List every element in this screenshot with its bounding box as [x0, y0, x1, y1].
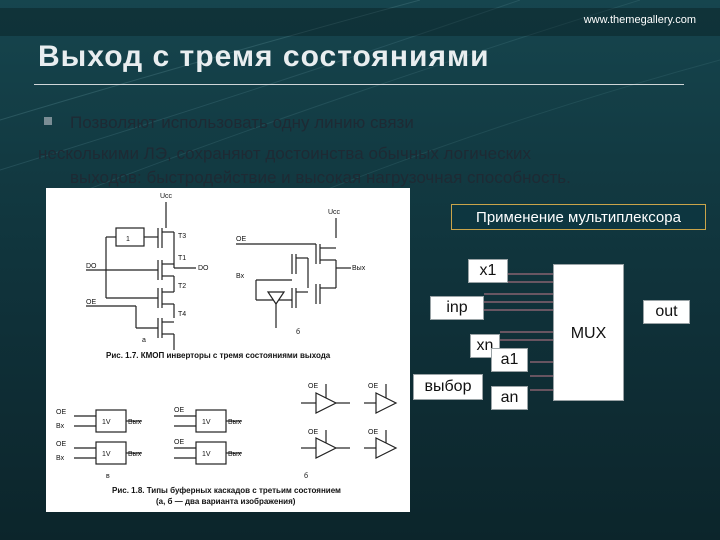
label-vyx-3: Вых — [128, 451, 142, 458]
circuit-diagram: Uсс Uсс 1 Т3 Т1 DO Т2 Т4 DO OE а OE Вх В… — [56, 193, 398, 506]
label-do-bar: DO — [198, 265, 209, 272]
bullet-line-2: несколькими ЛЭ, сохраняют достоинства об… — [38, 144, 532, 163]
mux-select-an: an — [491, 386, 528, 410]
label-oe-2: OE — [236, 236, 246, 243]
bullet-square-icon — [44, 117, 52, 125]
label-buf-3: 1V — [102, 451, 111, 458]
fig2-caption-1: Рис. 1.8. Типы буферных каскадов с треть… — [112, 486, 341, 495]
mux-input-inp: inp — [430, 296, 484, 320]
label-t3: Т3 — [178, 233, 186, 240]
label-vyx-5: Вых — [228, 451, 242, 458]
label-buf-4: 1V — [202, 451, 211, 458]
label-t1: Т1 — [178, 255, 186, 262]
mux-block-label: MUX — [570, 325, 607, 342]
site-url: www.themegallery.com — [583, 14, 696, 26]
label-buf-2: 1V — [202, 419, 211, 426]
slide-title: Выход с тремя состояниями — [38, 40, 490, 73]
label-vx-3: Вх — [56, 455, 65, 462]
label-g: б — [304, 472, 308, 480]
mux-input-xn: xn — [470, 334, 500, 358]
label-oe-10: OE — [368, 429, 378, 436]
label-b: б — [296, 328, 300, 336]
label-t4: Т4 — [178, 311, 186, 318]
label-vx-2: Вх — [56, 423, 65, 430]
label-oe-3: OE — [56, 409, 66, 416]
circuit-figure: Uсс Uсс 1 Т3 Т1 DO Т2 Т4 DO OE а OE Вх В… — [46, 188, 410, 512]
mux-wires — [484, 273, 553, 391]
mux-title: Применение мультиплексора — [451, 204, 706, 230]
label-t2: Т2 — [178, 283, 186, 290]
label-oe: OE — [86, 299, 96, 306]
label-buf-1: 1V — [102, 419, 111, 426]
fig1-caption: Рис. 1.7. КМОП инверторы с тремя состоян… — [106, 351, 331, 360]
bullet-line-3: выходов: быстродействие и высокая нагруз… — [70, 168, 571, 187]
label-ucc-2: Uсс — [328, 209, 341, 216]
mux-select-a1: a1 — [491, 348, 528, 372]
label-vyx: Вых — [352, 265, 366, 272]
label-vx: Вх — [236, 273, 245, 280]
label-do: DO — [86, 263, 97, 270]
label-oe-7: OE — [308, 383, 318, 390]
label-vyx-2: Вых — [128, 419, 142, 426]
label-one: 1 — [126, 236, 130, 243]
title-divider — [34, 84, 684, 85]
label-vyx-4: Вых — [228, 419, 242, 426]
label-oe-9: OE — [308, 429, 318, 436]
background-lines — [0, 0, 720, 200]
header-band — [0, 8, 720, 36]
label-v: в — [106, 473, 110, 480]
mux-select: выбор — [413, 374, 483, 400]
label-oe-5: OE — [174, 407, 184, 414]
mux-block: MUX — [553, 264, 624, 401]
bullet-line-1: Позволяют использовать одну линию связи — [70, 113, 414, 132]
mux-output: out — [643, 300, 690, 324]
fig2-caption-2: (а, б — два варианта изображения) — [156, 497, 296, 506]
label-a: а — [142, 337, 146, 344]
mux-input-x1: x1 — [468, 259, 508, 283]
label-oe-8: OE — [368, 383, 378, 390]
label-oe-6: OE — [174, 439, 184, 446]
label-ucc: Uсс — [160, 193, 173, 200]
label-oe-4: OE — [56, 441, 66, 448]
